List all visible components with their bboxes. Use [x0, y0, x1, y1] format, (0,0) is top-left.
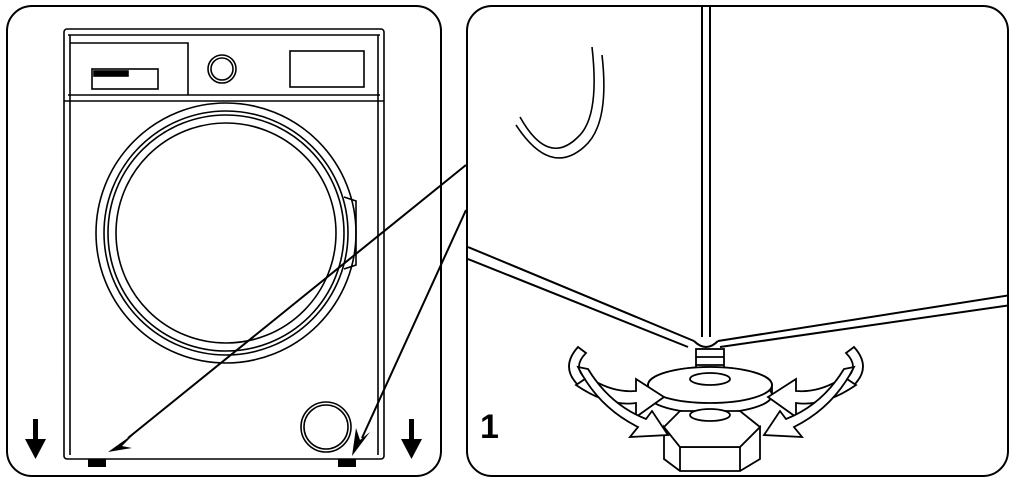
foot-base [662, 408, 762, 472]
rotate-right-arrow-icon [762, 345, 864, 439]
adjustable-foot-drawing [468, 7, 1007, 472]
control-panel [70, 42, 365, 95]
detergent-drawer [91, 68, 159, 90]
down-arrow-right-icon [401, 419, 422, 459]
lock-nut [647, 366, 773, 414]
front-left-foot [88, 459, 106, 467]
filter-cover [300, 401, 352, 453]
display-window [289, 50, 365, 88]
step-number: 1 [480, 408, 499, 446]
down-arrow-left-icon [25, 419, 46, 459]
machine-door [95, 102, 357, 364]
foot-detail-panel [466, 5, 1009, 477]
hose [515, 46, 605, 159]
front-right-foot [338, 459, 356, 467]
rotate-left-arrow-icon [568, 345, 670, 439]
program-knob [207, 54, 237, 84]
machine-front-panel [6, 5, 442, 477]
cabinet-corner [468, 7, 1007, 348]
washing-machine-drawing [25, 28, 422, 467]
